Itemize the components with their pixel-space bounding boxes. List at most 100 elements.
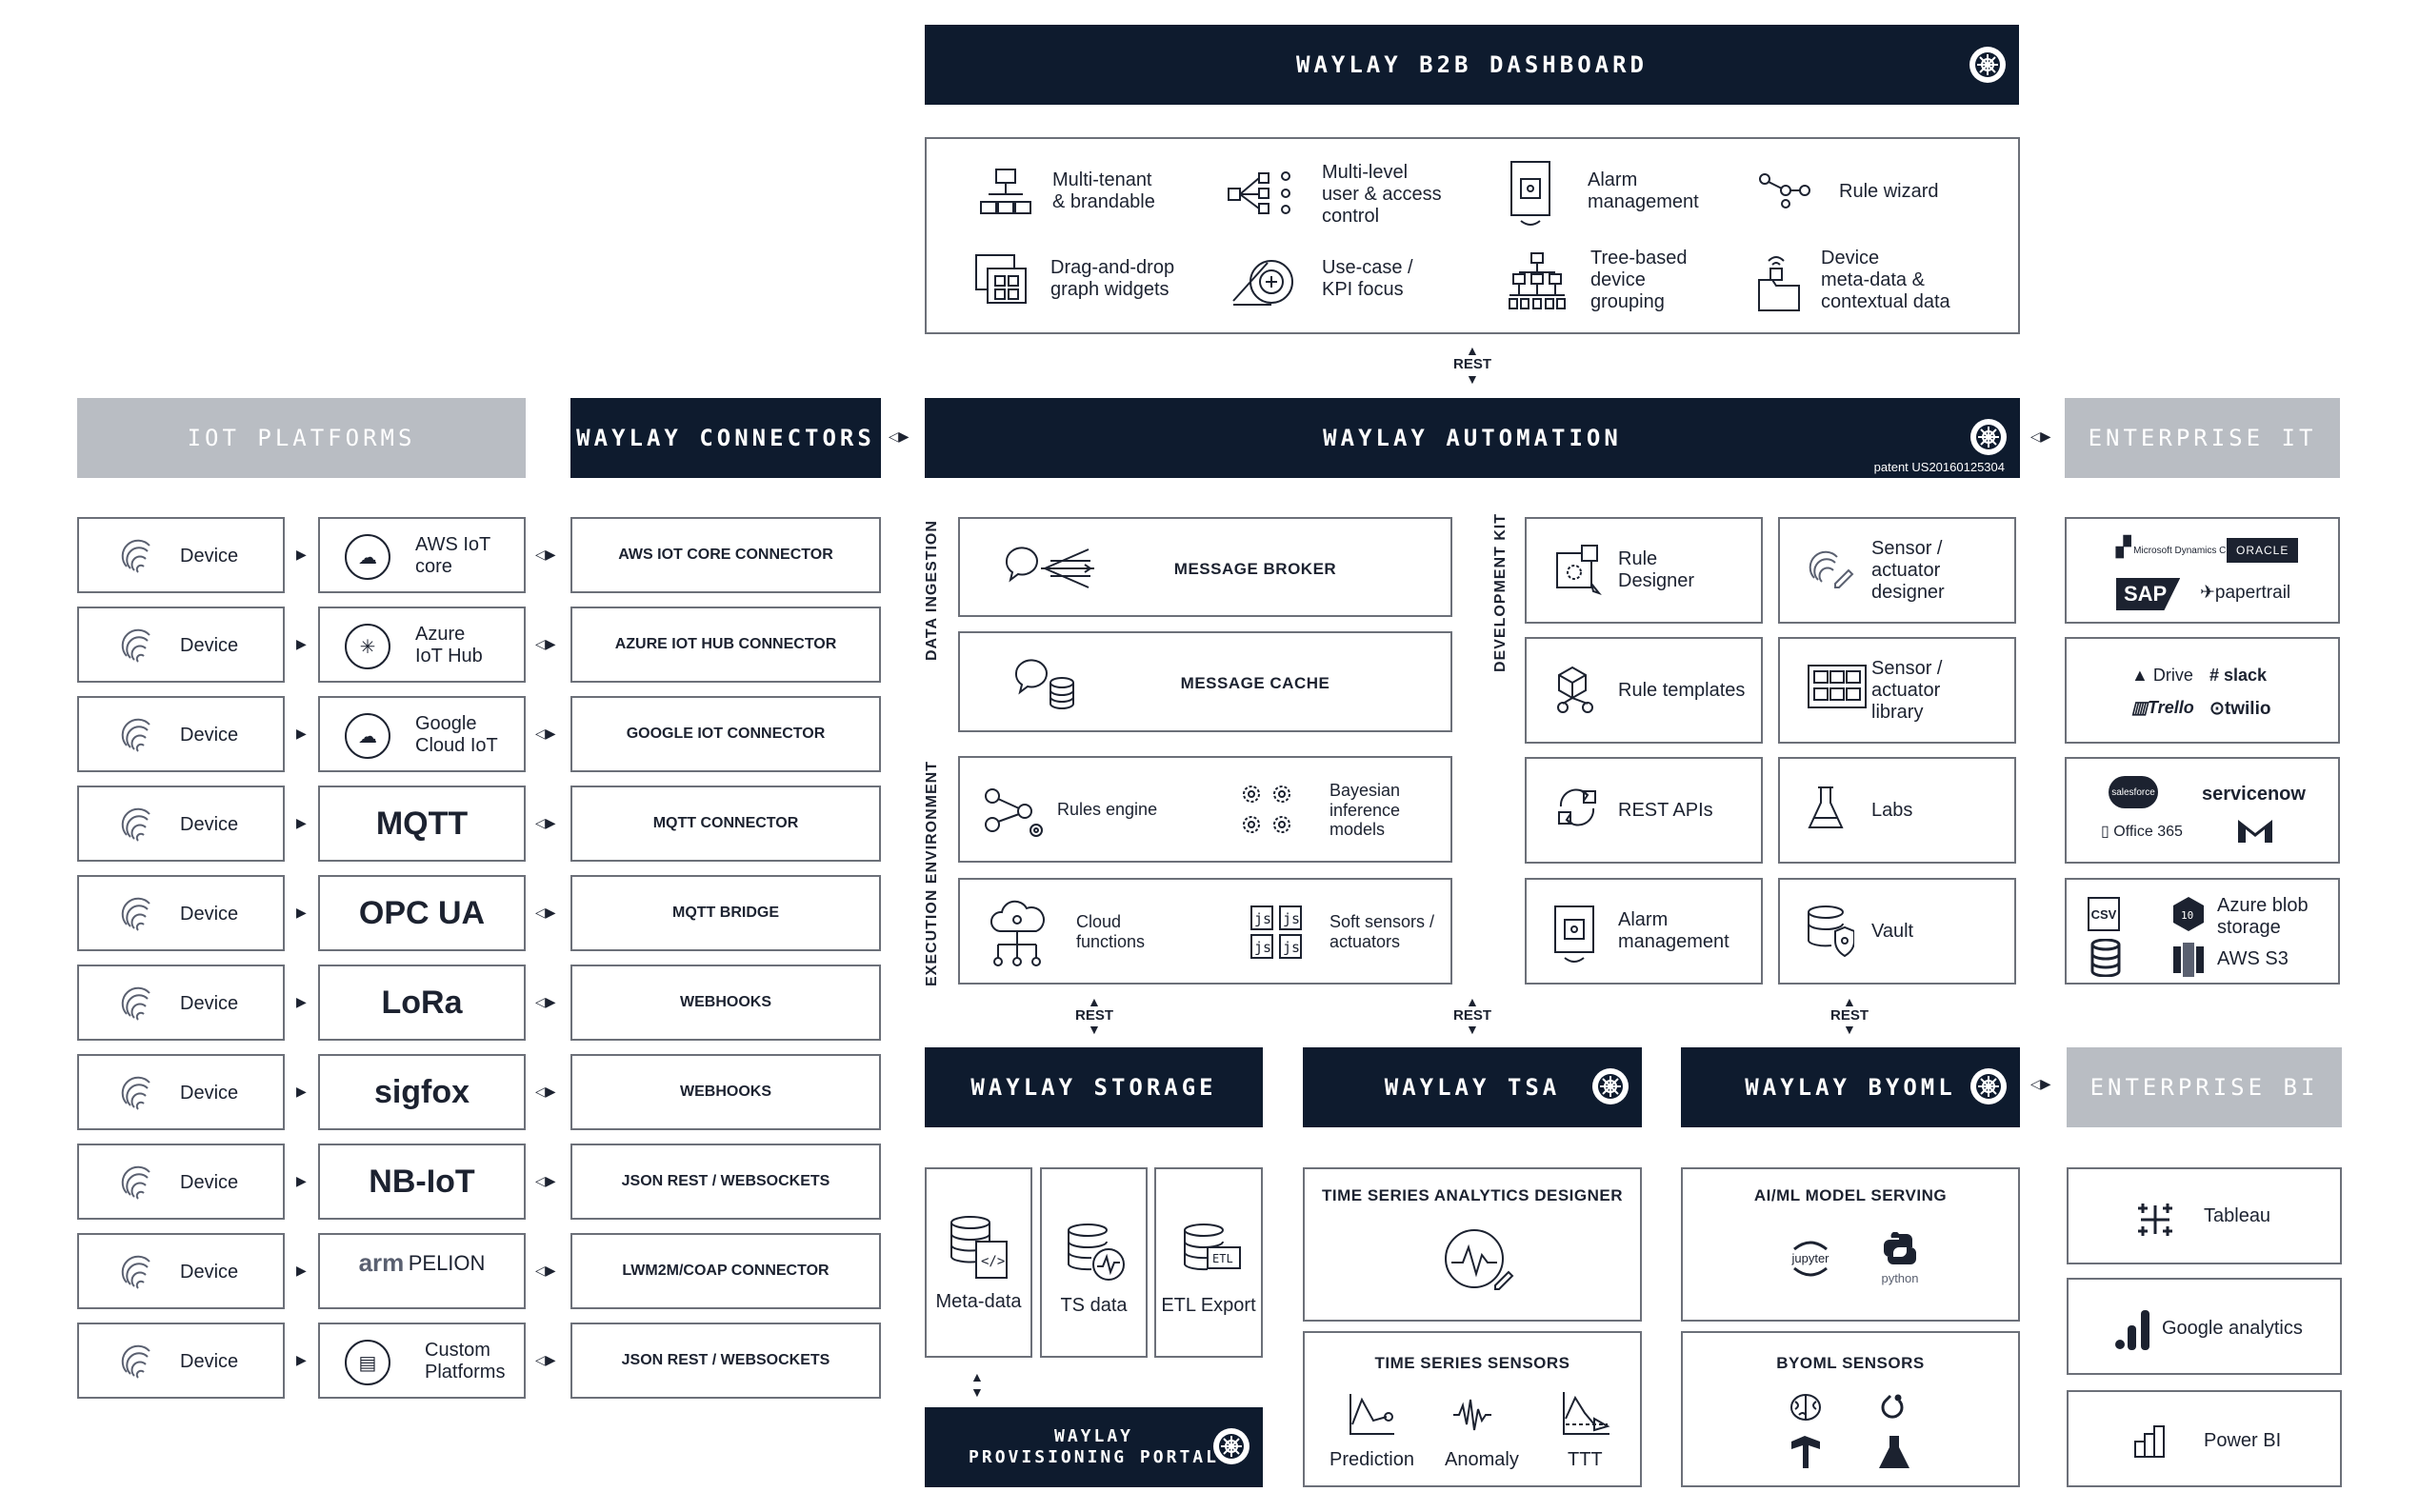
kubernetes-icon [1592, 1068, 1629, 1104]
drive-logo: ▲ Drive [2131, 666, 2193, 685]
devkit-label: Rule templates [1618, 680, 1745, 702]
connector-label: JSON REST / WEBSOCKETS [621, 1352, 830, 1368]
bi-powerbi-box: Power BI [2067, 1390, 2342, 1487]
device-box: Device [77, 517, 285, 593]
google-cloud-icon: ☁ [345, 713, 390, 759]
devkit-item: REST APIs [1525, 757, 1763, 864]
device-label: Device [180, 993, 239, 1014]
connector-box: WEBHOOKS [570, 965, 881, 1041]
tsa-designer-label: TIME SERIES ANALYTICS DESIGNER [1321, 1186, 1623, 1204]
feature-device-metadata: Device meta-data & contextual data [1821, 248, 1950, 313]
platform-box: ▤ Custom Platforms [318, 1323, 526, 1399]
rest-label: REST [1829, 1007, 1869, 1024]
metadata-db-icon: </> [950, 1215, 1010, 1284]
oracle-logo: ORACLE [2227, 538, 2299, 563]
azure-blob-label: Azure blob storage [2217, 895, 2309, 939]
platform-box: ☁ AWS IoT core [318, 517, 526, 593]
bidirectional-arrow-icon: ◁▶ [535, 726, 556, 741]
storage-etl-box: ETL ETL Export [1154, 1167, 1263, 1358]
alarm-device-icon [1509, 160, 1551, 235]
rule-templates-icon [1553, 664, 1607, 722]
connector-box: JSON REST / WEBSOCKETS [570, 1144, 881, 1220]
bidirectional-arrow-icon: ◁▶ [2030, 1076, 2051, 1091]
bi-google-analytics-box: Google analytics [2067, 1278, 2342, 1375]
storage-header: WAYLAY STORAGE [925, 1047, 1263, 1127]
svg-text:js: js [1254, 939, 1271, 956]
bayesian-line: inference [1329, 800, 1401, 820]
tsa-title: WAYLAY TSA [1384, 1074, 1561, 1101]
etl-label: ETL Export [1161, 1295, 1256, 1316]
metadata-label: Meta-data [935, 1291, 1022, 1312]
platform-line: arm [358, 1248, 405, 1277]
device-box: Device [77, 875, 285, 951]
dashboard-features-panel: Multi-tenant & brandable Multi-level use… [925, 137, 2020, 334]
bidirectional-arrow-icon: ◁▶ [535, 1352, 556, 1367]
device-box: Device [77, 696, 285, 772]
alarm-management-icon [1553, 905, 1595, 970]
soft-sensors-label: Soft sensors / actuators [1329, 912, 1434, 951]
message-broker-box: MESSAGE BROKER [958, 517, 1452, 617]
up-arrow-icon: ▲ [970, 1369, 984, 1384]
feature-label: Rule wizard [1839, 181, 1939, 202]
feature-alarm-management: Alarm management [1588, 169, 1699, 213]
tsa-designer-box: TIME SERIES ANALYTICS DESIGNER [1303, 1167, 1642, 1322]
right-arrow-icon: ▶ [296, 726, 307, 741]
gmail-icon [2236, 816, 2274, 849]
device-label: Device [180, 725, 239, 746]
feature-label: Alarm [1588, 169, 1638, 190]
servicenow-logo: servicenow [2202, 784, 2306, 805]
azure-blob-line: storage [2217, 917, 2281, 938]
google-analytics-icon [2114, 1308, 2152, 1355]
connectors-header: WAYLAY CONNECTORS [570, 398, 881, 478]
platform-line: Custom [425, 1340, 490, 1361]
tree-grouping-icon [1508, 251, 1567, 317]
tsa-designer-icon [1442, 1226, 1518, 1303]
device-box: Device [77, 1233, 285, 1309]
byoml-sensors-box: BYOML SENSORS [1681, 1331, 2020, 1487]
platform-line: Platforms [425, 1362, 506, 1383]
devkit-line: library [1871, 701, 1924, 723]
svg-text:js: js [1283, 910, 1300, 927]
azure-blob-icon: 10 [2169, 895, 2208, 938]
device-fingerprint-icon [119, 1075, 157, 1118]
python-label: python [1881, 1271, 1919, 1285]
message-cache-label: MESSAGE CACHE [1180, 674, 1330, 692]
down-arrow-icon: ▼ [1466, 1022, 1479, 1037]
sensor-library-icon [1807, 664, 1868, 714]
feature-label: graph widgets [1050, 279, 1170, 300]
database-icon [2089, 938, 2122, 982]
svg-text:js: js [1283, 939, 1300, 956]
platform-box: MQTT [318, 786, 526, 862]
rest-label: REST [1074, 1007, 1113, 1024]
right-arrow-icon: ▶ [296, 905, 307, 920]
devkit-line: management [1618, 931, 1729, 952]
provisioning-header: WAYLAY PROVISIONING PORTAL [925, 1407, 1263, 1487]
device-fingerprint-icon [119, 896, 157, 939]
devkit-item: Labs [1778, 757, 2016, 864]
bayesian-line: Bayesian [1329, 781, 1401, 800]
right-arrow-icon: ▶ [296, 1263, 307, 1278]
salesforce-logo: salesforce [2109, 776, 2158, 808]
connector-label: MQTT BRIDGE [672, 905, 779, 921]
platform-box: NB-IoT [318, 1144, 526, 1220]
rest-apis-icon [1553, 784, 1601, 836]
powerbi-label: Power BI [2204, 1430, 2282, 1451]
automation-header: WAYLAY AUTOMATION patent US20160125304 [925, 398, 2020, 478]
down-arrow-icon: ▼ [1466, 371, 1479, 387]
ttt-icon [1562, 1390, 1611, 1441]
aws-s3-label: AWS S3 [2217, 948, 2289, 969]
patent-label: patent US20160125304 [1873, 460, 2005, 474]
device-box: Device [77, 1054, 285, 1130]
prediction-label: Prediction [1329, 1449, 1414, 1470]
device-fingerprint-icon [119, 806, 157, 849]
right-arrow-icon: ▶ [296, 1352, 307, 1367]
cloud-functions-icon [989, 899, 1046, 974]
provisioning-line2: PROVISIONING PORTAL [969, 1447, 1219, 1467]
devkit-line: Sensor / [1871, 657, 1943, 679]
feature-label: & brandable [1052, 191, 1155, 212]
byoml-header: WAYLAY BYOML [1681, 1047, 2020, 1127]
execution-environment-label: EXECUTION ENVIRONMENT [924, 760, 940, 986]
devkit-label: REST APIs [1618, 800, 1713, 822]
